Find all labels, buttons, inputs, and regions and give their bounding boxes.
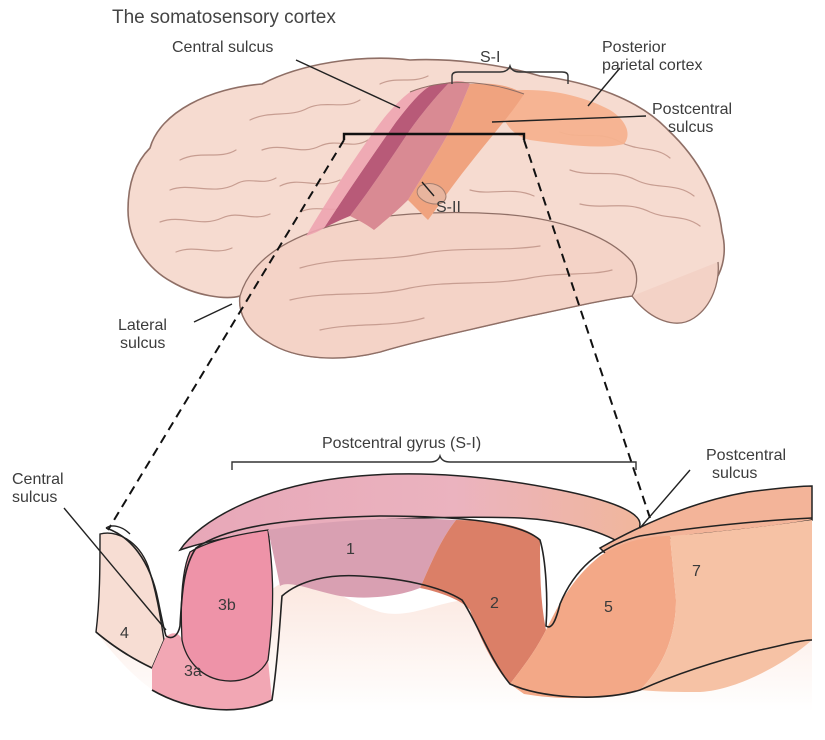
brain-label-s2: S-II	[436, 200, 461, 217]
area-label-3a: 3a	[184, 664, 202, 681]
cortex-cross-section	[64, 456, 812, 712]
gyrus-bracket	[232, 456, 636, 470]
area-label-7: 7	[692, 564, 701, 581]
brain-label-postcentral-sulcus-1: Postcentral	[652, 102, 732, 119]
section-label-central-sulcus-2: sulcus	[12, 490, 57, 507]
brain-label-posterior-parietal-2: parietal cortex	[602, 58, 703, 75]
area-label-3b: 3b	[218, 598, 236, 615]
section-label-postcentral-gyrus: Postcentral gyrus (S-I)	[322, 436, 481, 453]
brain-label-lateral-sulcus-1: Lateral	[118, 318, 167, 335]
area-label-2: 2	[490, 596, 499, 613]
brain-label-postcentral-sulcus-2: sulcus	[668, 120, 713, 137]
section-label-postcentral-sulcus-2: sulcus	[712, 466, 757, 483]
diagram-title: The somatosensory cortex	[112, 8, 336, 28]
area-label-4: 4	[120, 626, 129, 643]
area-4	[96, 533, 164, 668]
area-label-1: 1	[346, 542, 355, 559]
area-label-5: 5	[604, 600, 613, 617]
brain-label-posterior-parietal-1: Posterior	[602, 40, 666, 57]
section-label-postcentral-sulcus-1: Postcentral	[706, 448, 786, 465]
brain-illustration	[128, 58, 724, 358]
brain-label-central-sulcus: Central sulcus	[172, 40, 273, 57]
brain-label-s1: S-I	[480, 50, 500, 67]
brain-label-lateral-sulcus-2: sulcus	[120, 336, 165, 353]
section-label-central-sulcus-1: Central	[12, 472, 64, 489]
